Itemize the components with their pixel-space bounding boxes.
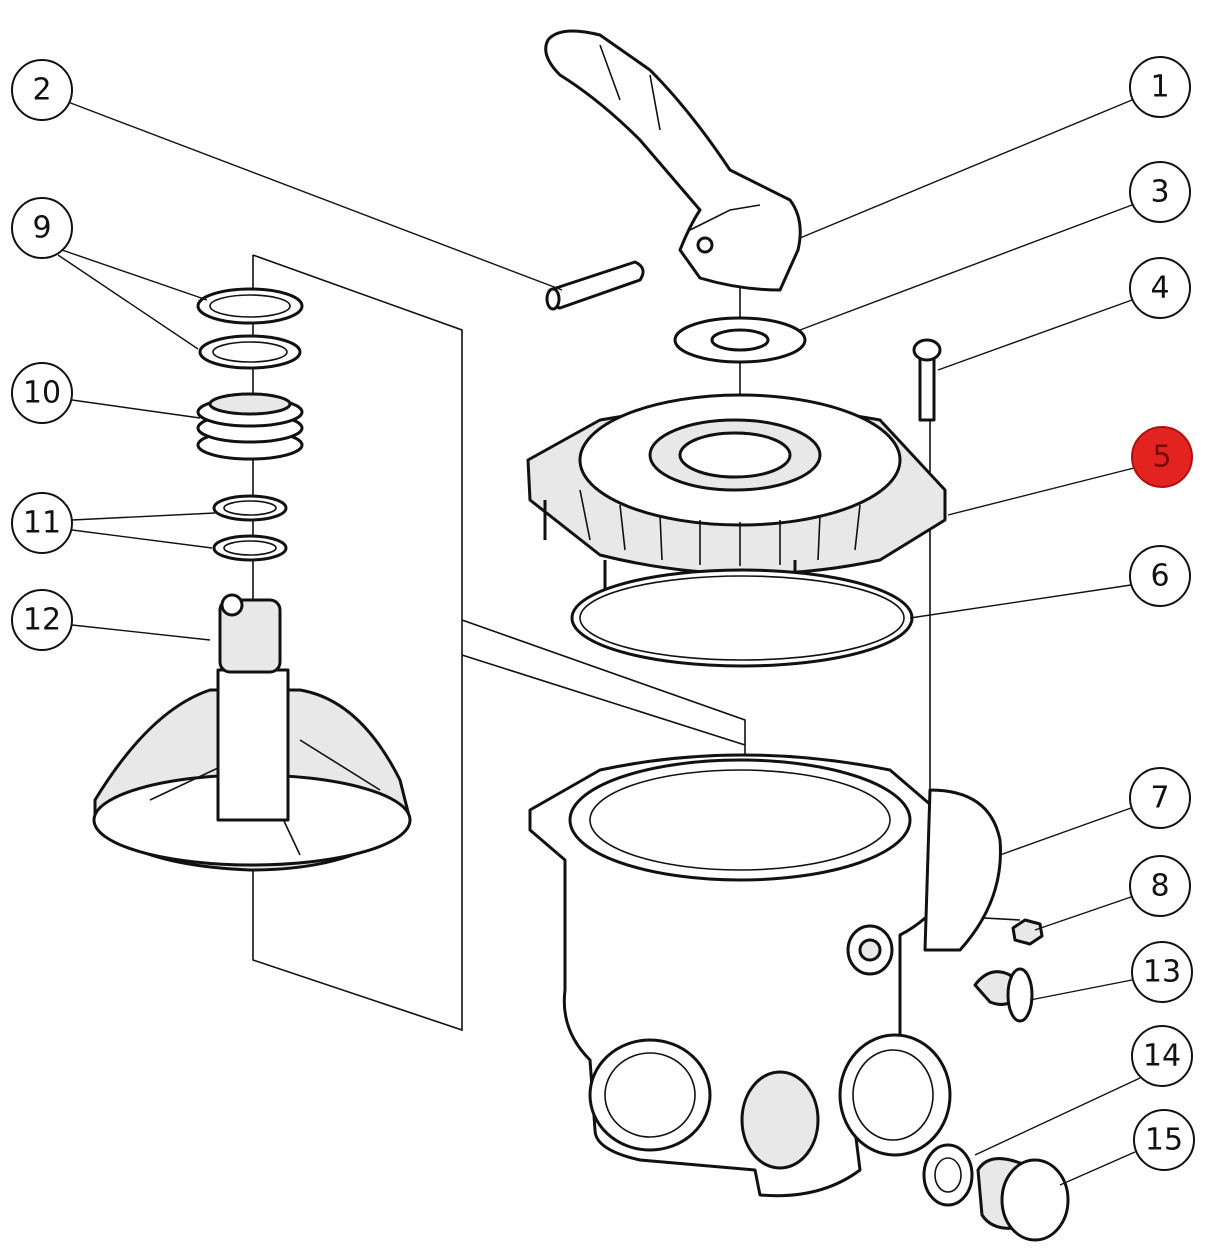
callout-label: 5	[1152, 440, 1171, 475]
callout-label: 1	[1150, 70, 1169, 105]
callout-2: 2	[11, 59, 73, 121]
callout-label: 14	[1143, 1039, 1181, 1074]
callout-label: 6	[1150, 559, 1169, 594]
part-cover	[526, 393, 947, 612]
part-spring	[196, 392, 304, 461]
part-pin	[545, 260, 645, 311]
callout-4: 4	[1129, 257, 1191, 319]
callout-6: 6	[1129, 545, 1191, 607]
callout-14: 14	[1131, 1025, 1193, 1087]
callout-label: 4	[1150, 271, 1169, 306]
callout-label: 7	[1150, 781, 1169, 816]
part-washer	[673, 316, 807, 364]
part-nut	[1011, 918, 1044, 946]
callout-8: 8	[1129, 855, 1191, 917]
callout-label: 12	[23, 603, 61, 638]
callout-10: 10	[11, 362, 73, 424]
part-shaft-rings	[196, 287, 304, 370]
callout-15: 15	[1133, 1109, 1195, 1171]
callout-label: 11	[23, 506, 61, 541]
callout-label: 13	[1143, 955, 1181, 990]
callout-12: 12	[11, 589, 73, 651]
callout-13: 13	[1131, 941, 1193, 1003]
part-screw	[912, 338, 942, 422]
part-drain-plug	[976, 1157, 1070, 1242]
callout-label: 2	[32, 73, 51, 108]
part-handle	[544, 29, 802, 292]
callout-label: 15	[1145, 1123, 1183, 1158]
callout-11: 11	[11, 492, 73, 554]
part-valve-body	[528, 753, 1002, 1198]
callout-label: 10	[23, 376, 61, 411]
callout-5-highlighted: 5	[1131, 426, 1193, 488]
part-cover-o-ring	[570, 568, 914, 668]
callout-9: 9	[11, 197, 73, 259]
callout-label: 3	[1150, 175, 1169, 210]
part-drain-washer	[922, 1143, 974, 1207]
callout-label: 8	[1150, 869, 1169, 904]
part-gauge-plug	[973, 967, 1034, 1023]
part-o-rings	[212, 494, 288, 562]
callout-label: 9	[32, 211, 51, 246]
part-rotor	[92, 593, 412, 872]
callout-3: 3	[1129, 161, 1191, 223]
leader-lines	[57, 99, 1141, 1186]
callout-1: 1	[1129, 56, 1191, 118]
callout-7: 7	[1129, 767, 1191, 829]
